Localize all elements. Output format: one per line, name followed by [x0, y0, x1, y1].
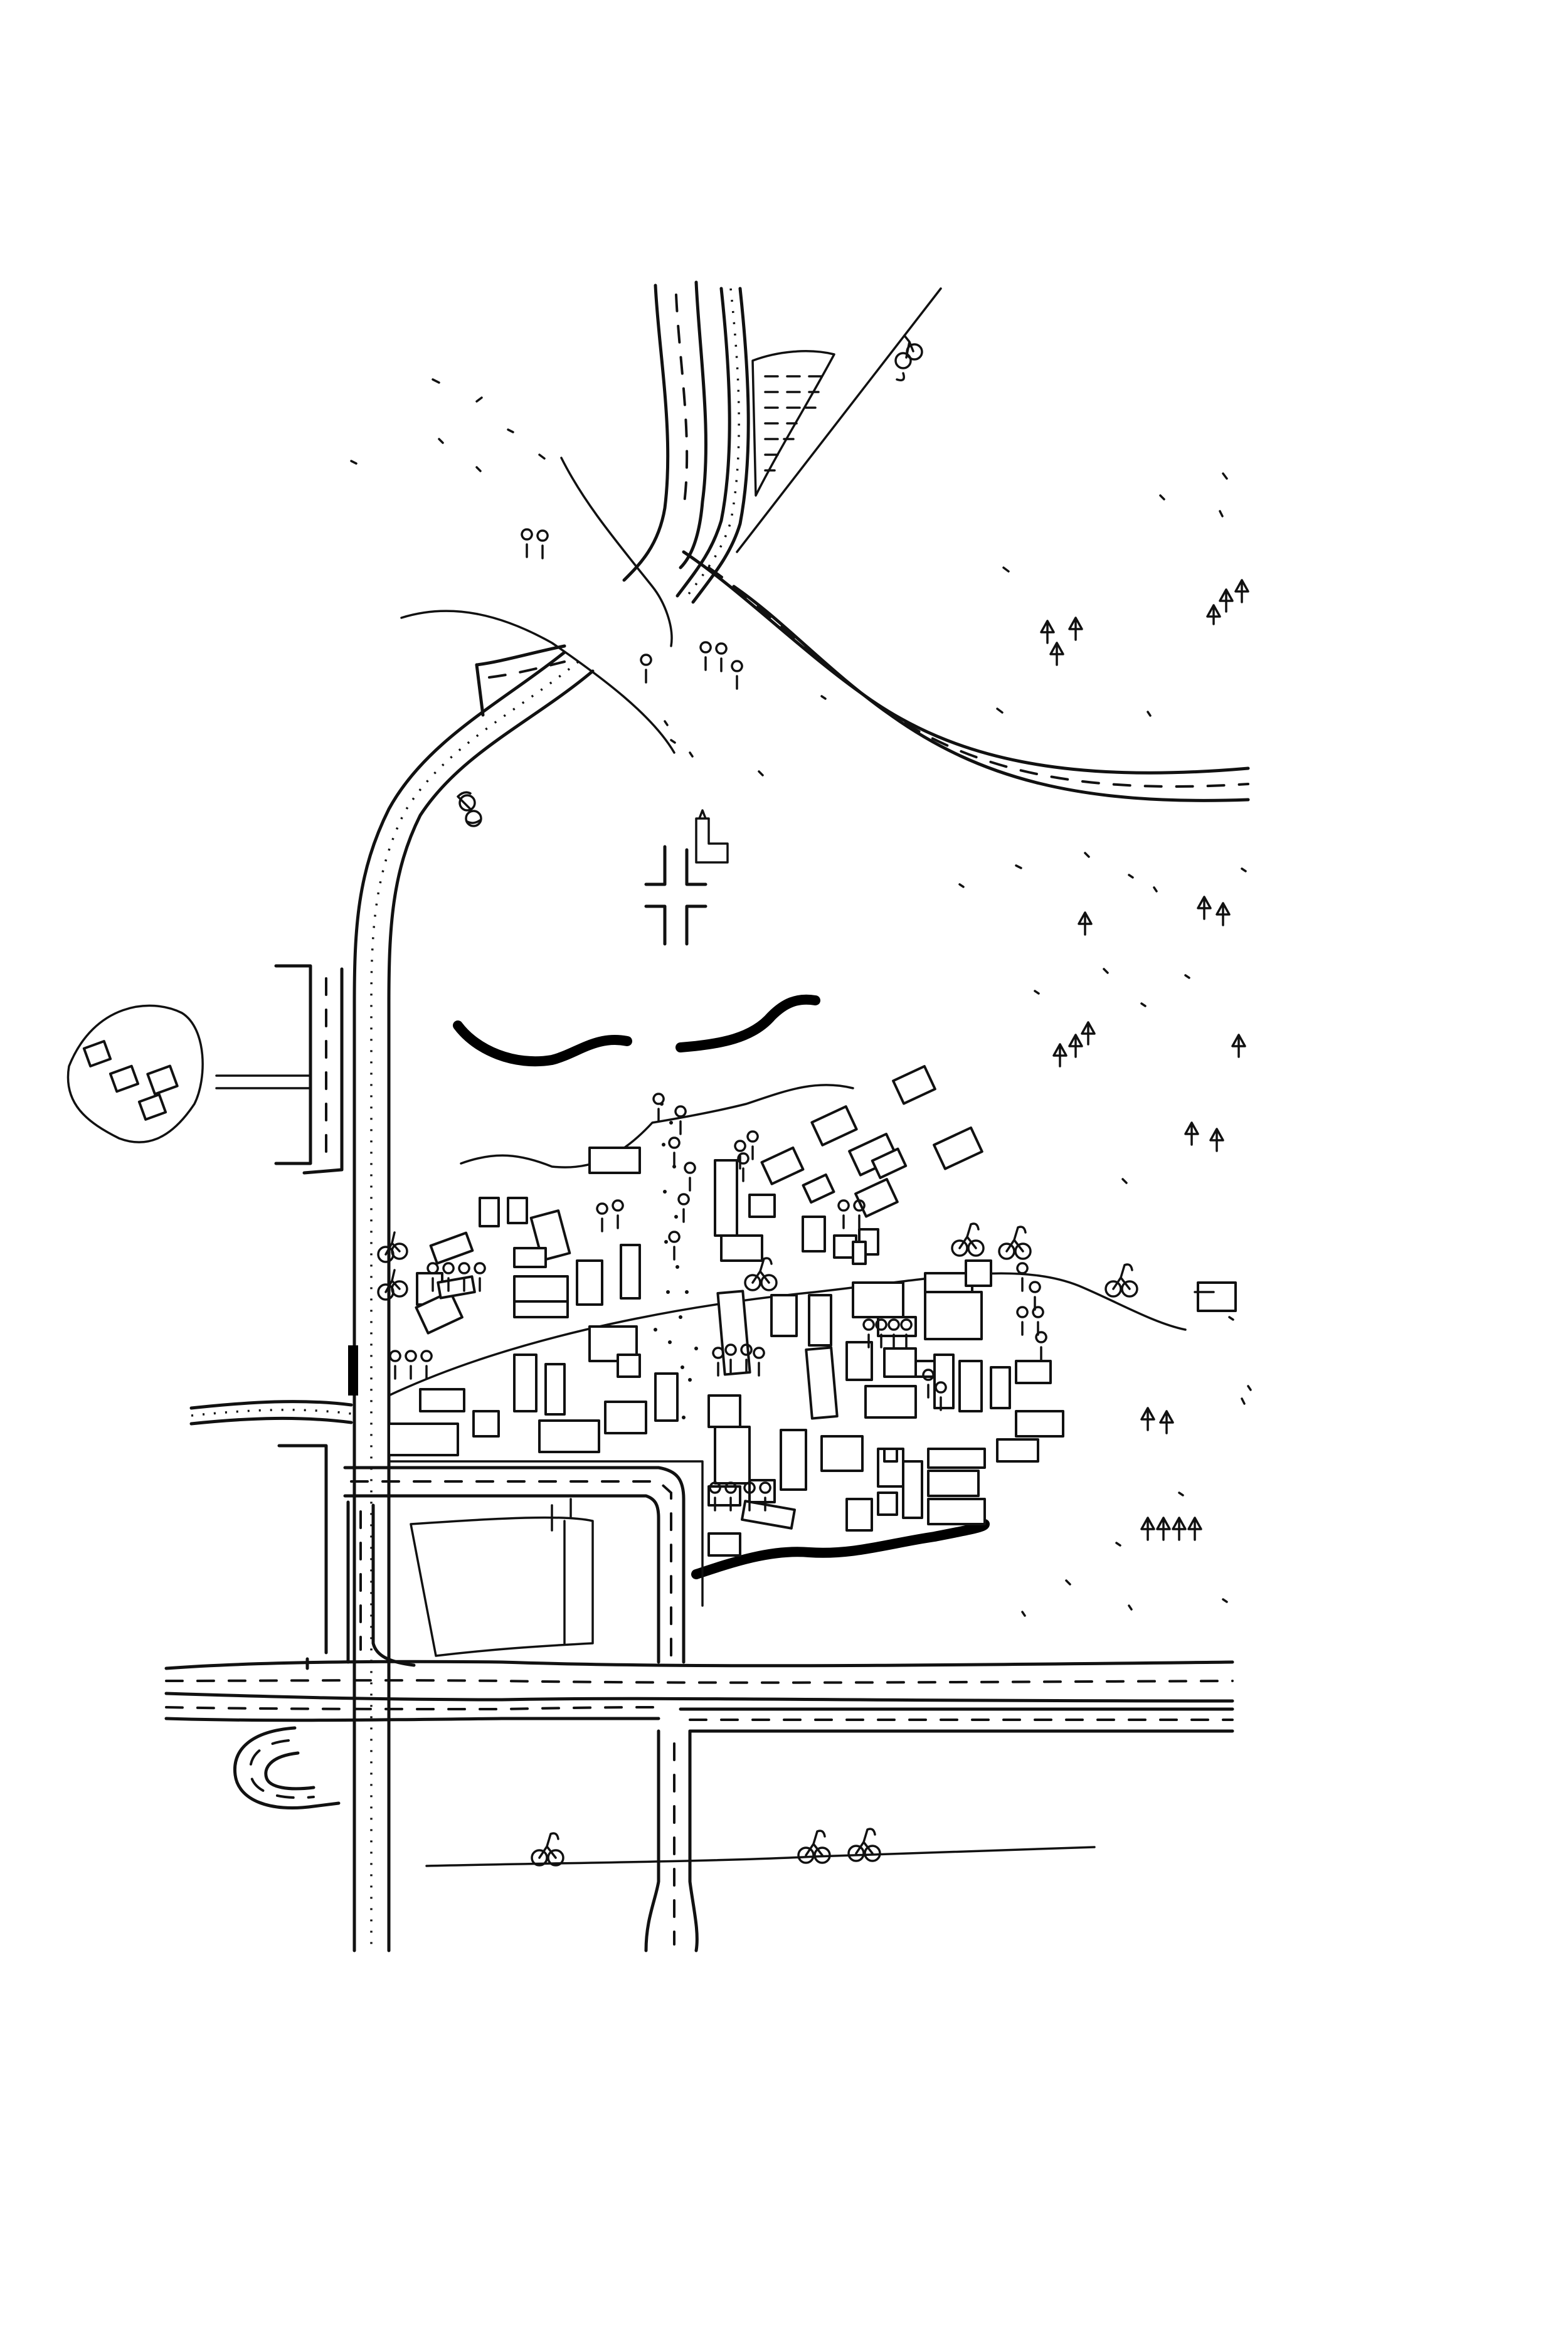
contour-line — [400, 610, 675, 754]
hedge-icon — [348, 1345, 358, 1396]
north-east-cycle-path — [736, 287, 942, 553]
highway-loop — [233, 1726, 341, 1810]
bicycle-icon — [894, 334, 923, 381]
contour-line — [560, 457, 673, 647]
west-hamlet — [66, 1004, 204, 1143]
bicycle-icon — [951, 1222, 985, 1257]
access-road — [277, 1444, 686, 1670]
crossroads-icon — [644, 845, 707, 946]
conifer-trees — [1040, 579, 1249, 1541]
north-road — [622, 280, 707, 582]
bicycle-icon — [847, 1828, 881, 1862]
east-road — [682, 550, 1250, 802]
village-lane — [654, 1102, 698, 1419]
bicycle-icon — [377, 1269, 408, 1301]
northwest-road-stub — [475, 644, 566, 717]
church-icon — [695, 809, 729, 864]
field-texture — [350, 378, 1252, 1617]
bicycle-icon — [797, 1830, 831, 1864]
main-highway — [164, 1660, 1234, 1733]
village-north-edge — [460, 1084, 854, 1168]
south-cycle-path — [425, 1846, 1096, 1867]
south-road — [644, 1729, 699, 1952]
village-south-street — [388, 1460, 704, 1607]
west-bridge-road — [215, 964, 344, 1175]
field-plot — [751, 350, 835, 497]
bicycle-icon — [457, 791, 482, 827]
sports-field — [410, 1498, 594, 1657]
deciduous-trees — [389, 528, 1047, 1512]
bicycle-icon — [531, 1832, 564, 1867]
hedge-icon — [691, 1519, 990, 1579]
bicycle-icon — [998, 1226, 1032, 1260]
bicycle-icon — [744, 1257, 778, 1291]
bicycle-icon — [377, 1231, 408, 1263]
hedge-icon — [675, 994, 820, 1052]
west-spur-railway — [189, 1400, 353, 1426]
bicycle-icon — [1104, 1263, 1138, 1298]
hedge-icon — [453, 1020, 632, 1067]
western-railway — [352, 650, 595, 1952]
